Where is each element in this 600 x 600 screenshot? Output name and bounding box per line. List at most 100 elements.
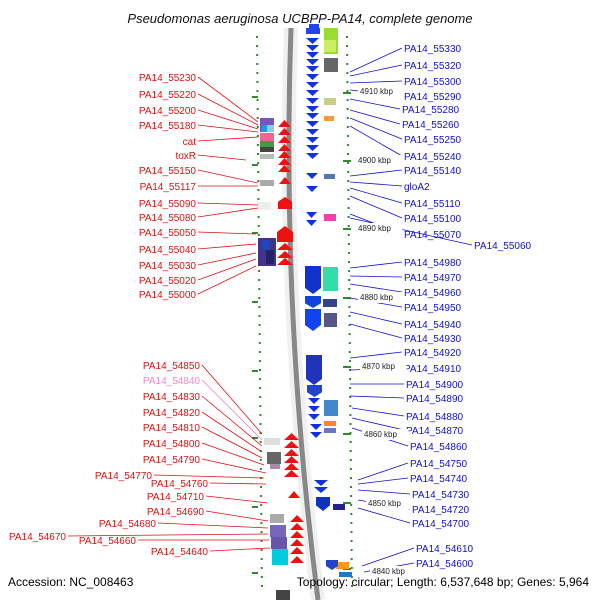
right-gene-label: PA14_54970 <box>404 273 462 284</box>
left-leader-line <box>197 124 259 133</box>
feature-block <box>271 537 287 549</box>
forward-gene-arrow <box>288 491 300 498</box>
feature-block <box>260 180 274 186</box>
right-leader-line <box>349 311 403 325</box>
feature-block <box>267 125 274 132</box>
right-gene-label: PA14_54720 <box>412 505 470 516</box>
feature-block <box>323 299 337 307</box>
left-gene-label: PA14_54660 <box>79 536 137 547</box>
scale-tick <box>343 297 351 299</box>
forward-gene-arrow <box>278 151 291 158</box>
track-dot <box>346 144 349 146</box>
track-dot <box>258 288 261 290</box>
track-dot <box>350 522 353 524</box>
track-dot <box>350 486 353 488</box>
right-gene-label: PA14_55070 <box>404 230 462 241</box>
track-dot <box>259 396 262 398</box>
right-gene-label: PA14_54890 <box>406 394 464 405</box>
track-dot <box>346 90 349 92</box>
forward-gene-arrow <box>278 165 291 172</box>
feature-block <box>324 428 336 433</box>
forward-gene-arrow <box>278 136 291 143</box>
reverse-gene-arrow <box>308 398 320 404</box>
track-dot <box>347 216 350 218</box>
track-dot <box>347 243 350 245</box>
track-dot <box>346 99 349 101</box>
left-gene-label: PA14_54710 <box>147 492 205 503</box>
track-dot <box>346 36 348 38</box>
track-dot <box>347 207 350 209</box>
backbone-arc <box>286 27 321 600</box>
track-dot <box>350 504 353 506</box>
right-leader-line <box>349 47 403 73</box>
forward-gene-arrow <box>284 456 299 463</box>
left-leader-line <box>201 395 263 447</box>
scale-label-bg <box>358 86 405 97</box>
scale-tick <box>252 437 258 439</box>
left-leader-line <box>201 458 267 474</box>
track-dot <box>256 54 259 56</box>
track-dot <box>256 90 259 92</box>
right-leader-line <box>349 181 403 187</box>
reverse-gene-arrow <box>306 137 319 143</box>
left-gene-label: PA14_55230 <box>139 73 197 84</box>
track-dot <box>260 522 263 524</box>
right-gene-label: PA14_55250 <box>404 135 462 146</box>
track-dot <box>347 252 350 254</box>
left-leader-line <box>205 495 269 504</box>
track-dot <box>259 405 262 407</box>
left-gene-label: PA14_54790 <box>143 455 201 466</box>
left-leader-line <box>197 243 257 250</box>
track-dot <box>346 72 349 74</box>
forward-gene-arrow <box>290 531 304 538</box>
accession-text: Accession: NC_008463 <box>8 575 134 589</box>
track-dot <box>258 351 261 353</box>
right-leader-line <box>357 462 409 481</box>
left-gene-label: PA14_54850 <box>143 361 201 372</box>
reverse-gene-arrow <box>314 487 328 493</box>
track-dot <box>349 468 352 470</box>
scale-tick <box>343 433 351 435</box>
right-gene-label: PA14_55320 <box>404 61 462 72</box>
track-dot <box>257 216 260 218</box>
left-leader-line <box>197 154 247 161</box>
right-leader-line <box>349 261 403 269</box>
track-dot <box>257 171 260 173</box>
feature-block <box>270 464 280 469</box>
forward-gene-arrow <box>278 144 291 151</box>
track-dot <box>346 81 349 83</box>
scale-label: 4860 kbp <box>364 430 397 439</box>
right-gene-label: PA14_55300 <box>404 77 462 88</box>
left-leader-line <box>205 510 269 522</box>
right-gene-label: PA14_55330 <box>404 44 462 55</box>
reverse-gene-arrow <box>306 220 317 226</box>
forward-gene-arrow <box>278 197 292 209</box>
track-dot <box>260 567 263 569</box>
scale-label: 4870 kbp <box>362 362 395 371</box>
feature-block <box>260 154 274 159</box>
feature-block <box>260 141 274 147</box>
track-dot <box>256 117 259 119</box>
right-leader-line <box>349 195 403 219</box>
right-leader-line <box>349 125 403 157</box>
track-dot <box>348 288 351 290</box>
track-dot <box>257 198 260 200</box>
scale-label-bg <box>366 498 413 509</box>
reverse-gene-arrow <box>306 74 319 80</box>
track-dot <box>258 324 261 326</box>
left-leader-line <box>197 169 259 184</box>
track-dot <box>349 450 352 452</box>
track-dot <box>256 99 259 101</box>
feature-block <box>270 514 284 523</box>
scale-tick <box>252 232 258 234</box>
left-leader-line <box>197 136 259 142</box>
feature-block <box>267 452 281 464</box>
left-gene-label: PA14_54690 <box>147 507 205 518</box>
right-leader-line <box>351 417 405 431</box>
track-dot <box>350 567 353 569</box>
track-dot <box>259 378 262 380</box>
right-gene-label: PA14_55280 <box>402 105 460 116</box>
scale-tick <box>343 92 351 94</box>
track-dot <box>350 540 353 542</box>
